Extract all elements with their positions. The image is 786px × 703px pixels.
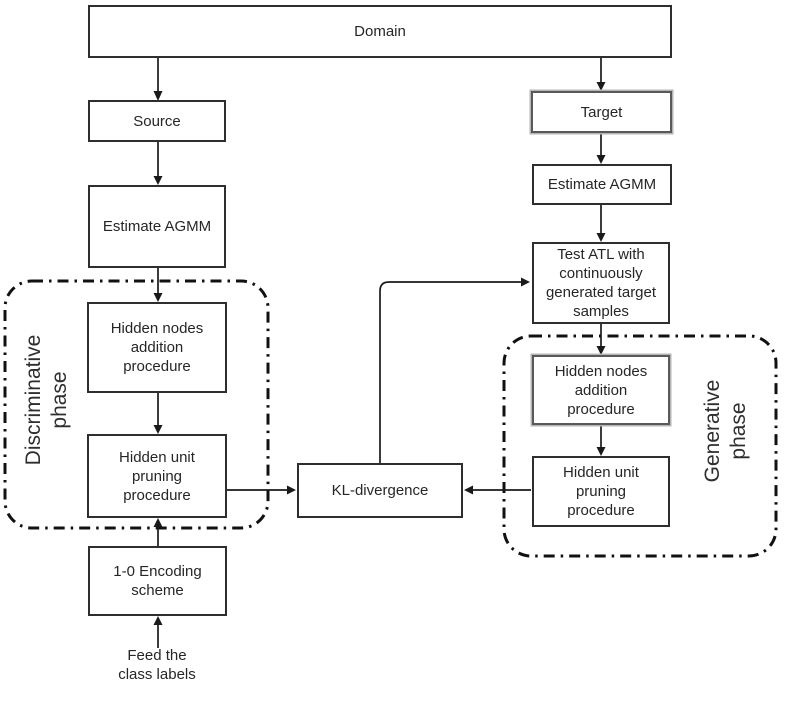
arrow-target-to-estimate-agmm-right xyxy=(596,133,606,164)
arrow-test-atl-to-hidden-nodes-right xyxy=(596,324,606,355)
arrow-pruning-right-to-kl xyxy=(464,485,531,495)
arrow-domain-to-source xyxy=(153,58,163,101)
node-test-atl: Test ATL with continuously generated tar… xyxy=(532,242,670,324)
node-estimate-agmm-right: Estimate AGMM xyxy=(532,164,672,205)
generative-phase-label: Generative phase xyxy=(701,379,750,483)
arrow-domain-to-target xyxy=(596,58,606,91)
arrow-estimate-to-test-atl xyxy=(596,205,606,242)
node-domain: Domain xyxy=(88,5,672,58)
node-kl-divergence: KL-divergence xyxy=(297,463,463,518)
node-encoding-scheme: 1-0 Encoding scheme xyxy=(88,546,227,616)
generative-phase-frame xyxy=(502,334,778,558)
arrow-source-to-estimate-agmm-left xyxy=(153,142,163,185)
discriminative-phase-frame xyxy=(3,279,270,530)
arrow-pruning-left-to-kl xyxy=(227,485,296,495)
node-target: Target xyxy=(531,91,672,133)
arrow-estimate-to-hidden-nodes-left xyxy=(153,268,163,302)
node-hidden-unit-pruning-right: Hidden unit pruning procedure xyxy=(532,456,670,527)
arrow-kl-to-test-atl xyxy=(379,277,530,463)
discriminative-phase-label: Discriminative phase xyxy=(22,334,71,466)
arrow-feed-to-encoding xyxy=(153,616,163,648)
arrow-encoding-to-pruning-left xyxy=(153,518,163,546)
arrow-hidden-nodes-to-pruning-right xyxy=(596,425,606,456)
node-hidden-unit-pruning-left: Hidden unit pruning procedure xyxy=(87,434,227,518)
node-hidden-nodes-addition-left: Hidden nodes addition procedure xyxy=(87,302,227,393)
node-estimate-agmm-left: Estimate AGMM xyxy=(88,185,226,268)
feed-class-labels-text: Feed the class labels xyxy=(118,647,196,683)
node-hidden-nodes-addition-right: Hidden nodes addition procedure xyxy=(532,355,670,425)
node-source: Source xyxy=(88,100,226,142)
arrow-hidden-nodes-to-pruning-left xyxy=(153,393,163,434)
